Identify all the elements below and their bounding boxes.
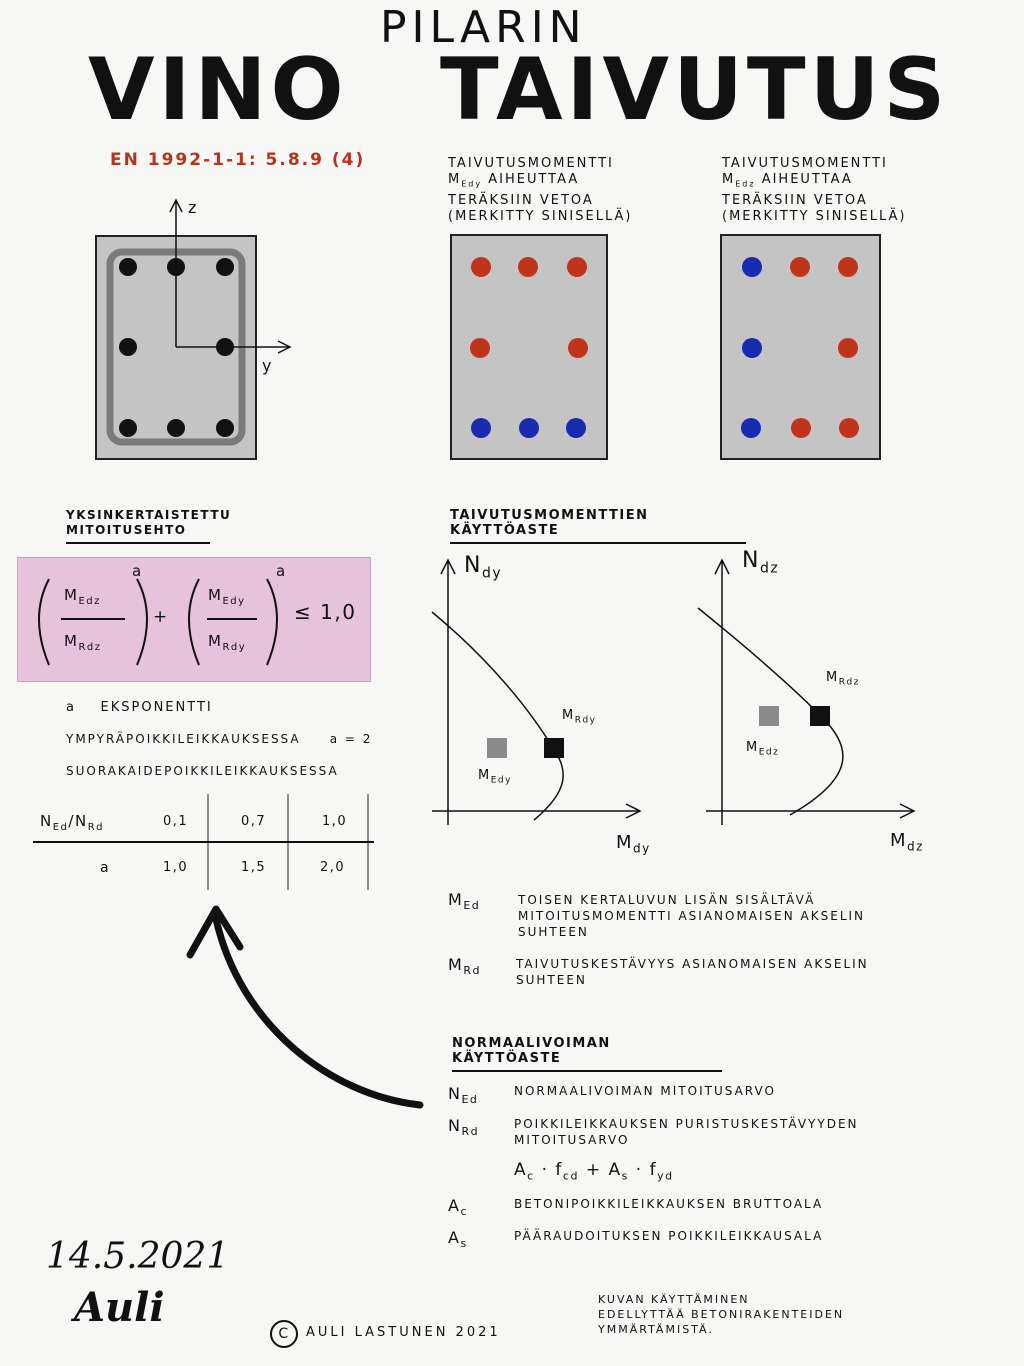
normal-force-heading: NORMAALIVOIMAN KÄYTTÖASTE xyxy=(452,1036,722,1072)
chart1-y-label: Ndy xyxy=(464,553,503,582)
table-header-val-2: 0,7 xyxy=(241,814,267,829)
date: 14.5.2021 xyxy=(46,1236,230,1277)
title-taivutus: TAIVUTUS xyxy=(440,40,950,140)
def-ac-text: BETONIPOIKKILEIKKAUKSEN BRUTTOALA xyxy=(514,1197,824,1211)
bending-utilization-heading: TAIVUTUSMOMENTTIEN KÄYTTÖASTE xyxy=(450,508,746,544)
def-nrd-text: POIKKILEIKKAUKSEN PURISTUSKESTÄVYYDEN MI… xyxy=(514,1117,859,1147)
chart1-x-label: Mdy xyxy=(616,832,651,856)
title-vino: VINO xyxy=(88,40,348,140)
copyright-icon: C xyxy=(270,1320,298,1348)
column-section-medz xyxy=(720,234,881,460)
standard-reference: EN 1992-1-1: 5.8.9 (4) xyxy=(110,150,366,170)
simplified-heading: YKSINKERTAISTETTU MITOITUSEHTO xyxy=(66,508,230,544)
section-a-caption: TAIVUTUSMOMENTTI MEdy AIHEUTTAA TERÄKSII… xyxy=(448,156,633,224)
section-b-caption: TAIVUTUSMOMENTTI MEdz AIHEUTTAA TERÄKSII… xyxy=(722,156,907,224)
exp2: a xyxy=(276,562,287,580)
copyright-text: AULI LASTUNEN 2021 xyxy=(306,1325,501,1340)
title-pilarin: PILARIN xyxy=(380,2,587,53)
medz-point xyxy=(759,706,779,726)
def-med-text: TOISEN KERTALUVUN LISÄN SISÄLTÄVÄ MITOIT… xyxy=(518,893,866,939)
chart1-medy-label: MEdy xyxy=(478,768,512,786)
def-as-symbol: As xyxy=(448,1228,468,1251)
chart2-y-label: Ndz xyxy=(742,548,780,577)
table-header-label: NEd/NRd xyxy=(40,812,104,833)
frac1-numerator: MEdz xyxy=(64,586,101,607)
mrdz-point xyxy=(810,706,830,726)
frac1-denominator: MRdz xyxy=(64,632,102,653)
usage-note: KUVAN KÄYTTÄMINEN EDELLYTTÄÄ BETONIRAKEN… xyxy=(598,1293,845,1336)
chart2-medz-label: MEdz xyxy=(746,740,780,758)
table-row-val-3: 2,0 xyxy=(320,860,346,875)
nrd-formula: Ac · fcd + As · fyd xyxy=(514,1160,674,1183)
def-med-symbol: MEd xyxy=(448,890,481,913)
def-ned-text: NORMAALIVOIMAN MITOITUSARVO xyxy=(514,1084,776,1098)
formula-rhs: ≤ 1,0 xyxy=(294,600,357,624)
table-row-label: a xyxy=(100,860,111,876)
axis-z-label: z xyxy=(188,198,198,217)
chart1-mrdy-label: MRdy xyxy=(562,708,597,726)
axis-y-label: y xyxy=(262,356,273,375)
exponent-rectangular: SUORAKAIDEPOIKKILEIKKAUKSESSA xyxy=(66,764,339,778)
table-row-val-1: 1,0 xyxy=(163,860,189,875)
exponent-definition: a EKSPONENTTI xyxy=(66,700,213,715)
table-row-val-2: 1,5 xyxy=(241,860,267,875)
mrdy-point xyxy=(544,738,564,758)
plus-sign: + xyxy=(153,607,169,627)
pointer-arrow xyxy=(186,905,424,1109)
interaction-charts xyxy=(431,558,916,825)
column-section-medy xyxy=(450,234,608,460)
medy-point xyxy=(487,738,507,758)
def-ned-symbol: NEd xyxy=(448,1084,479,1107)
column-section-main xyxy=(95,198,292,460)
table-header-val-3: 1,0 xyxy=(322,814,348,829)
cross-sections xyxy=(95,198,881,460)
exponent-circular: YMPYRÄPOIKKILEIKKAUKSESSA a = 2 xyxy=(66,732,373,746)
def-as-text: PÄÄRAUDOITUKSEN POIKKILEIKKAUSALA xyxy=(514,1229,824,1243)
def-mrd-text: TAIVUTUSKESTÄVYYS ASIANOMAISEN AKSELIN S… xyxy=(516,957,869,987)
def-ac-symbol: Ac xyxy=(448,1196,469,1219)
signature: Auli xyxy=(74,1284,165,1331)
def-mrd-symbol: MRd xyxy=(448,955,481,978)
local-axes xyxy=(169,198,292,354)
chart2-mrdz-label: MRdz xyxy=(826,670,860,688)
frac2-numerator: MEdy xyxy=(208,586,246,607)
frac2-denominator: MRdy xyxy=(208,632,247,653)
exp1: a xyxy=(132,562,143,580)
chart2-x-label: Mdz xyxy=(890,830,924,854)
def-nrd-symbol: NRd xyxy=(448,1116,480,1139)
table-lines xyxy=(33,794,374,890)
formula-brackets xyxy=(38,578,278,666)
table-header-val-1: 0,1 xyxy=(163,814,189,829)
